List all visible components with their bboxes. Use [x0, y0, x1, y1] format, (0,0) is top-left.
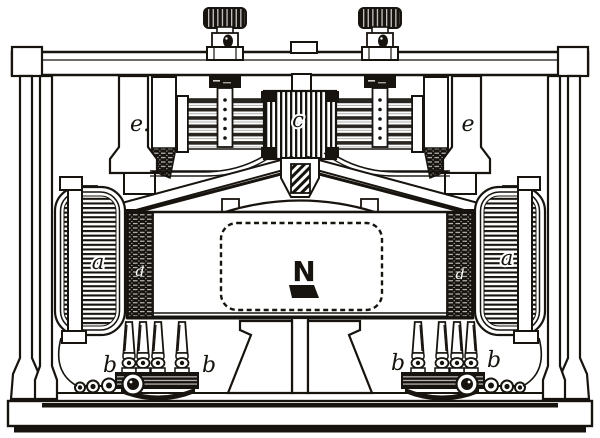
label-terminal-left-inner: b: [202, 353, 216, 378]
label-pole-strip-right: d: [456, 267, 465, 283]
magnet-body: [125, 198, 475, 320]
wedge-housing: [280, 157, 320, 198]
hatched-wedge: [290, 163, 311, 194]
label-central-block: c: [292, 108, 304, 132]
magnet-dashed-outline: [219, 221, 384, 312]
coil-left: [53, 175, 127, 345]
label-pillar-left: e.: [130, 112, 150, 137]
label-terminal-left-outer: b: [103, 353, 117, 378]
label-terminal-right-outer: b: [487, 348, 501, 373]
top-shelf: [10, 50, 590, 77]
label-magnet-n: N: [292, 255, 315, 288]
magnet-pole-bar: [289, 285, 319, 298]
label-terminal-right-inner: b: [391, 351, 405, 376]
center-column: [290, 316, 310, 395]
label-coil-right: a: [501, 246, 514, 270]
label-pillar-right: e: [461, 112, 474, 137]
label-coil-left: a: [92, 250, 105, 274]
center-top-tab: [290, 41, 318, 54]
label-pole-strip-left: d: [136, 264, 145, 280]
base-plate: [6, 392, 594, 433]
pole-strip-right: [446, 212, 473, 318]
